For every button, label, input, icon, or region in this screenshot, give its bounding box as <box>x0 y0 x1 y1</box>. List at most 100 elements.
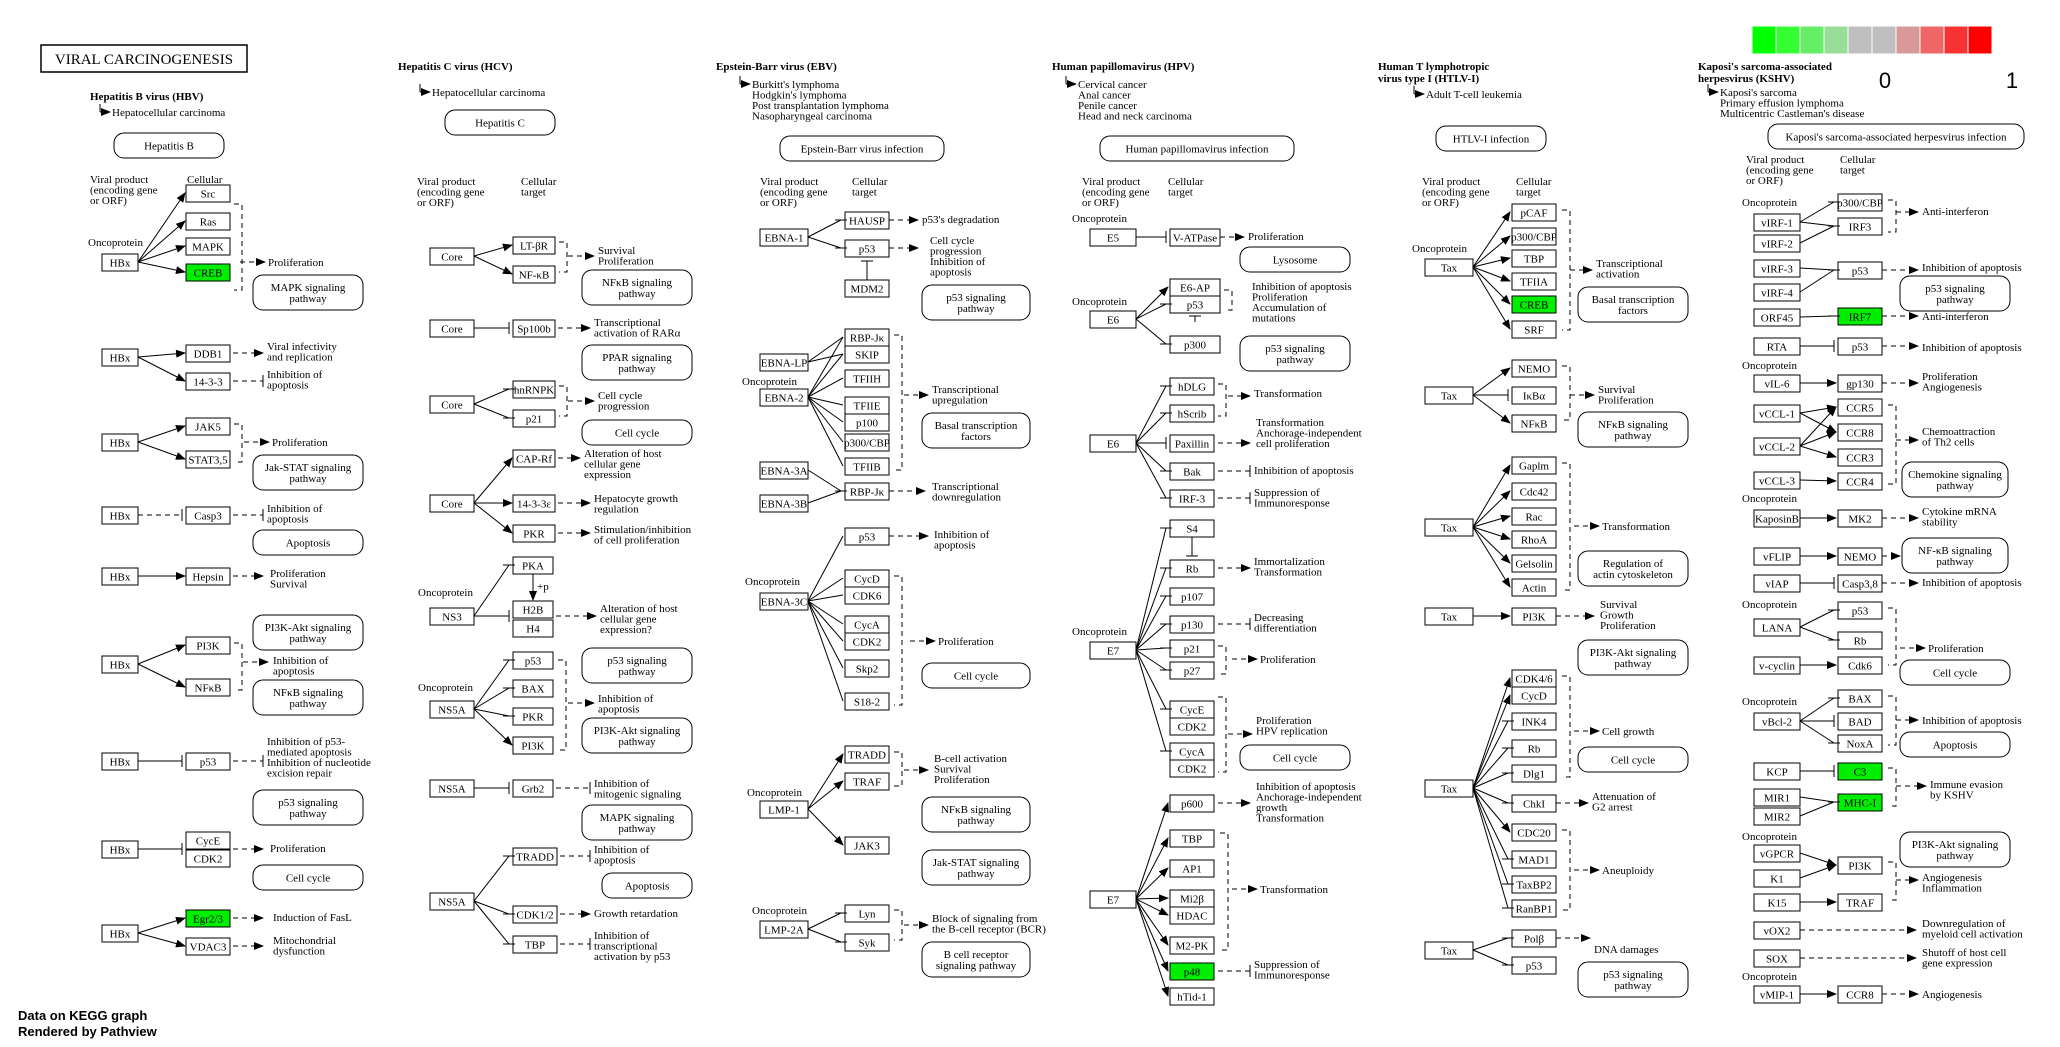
gene-c3[interactable]: C3 <box>1837 762 1883 781</box>
pathway-cell-cycle[interactable]: Cell cycle <box>921 662 1031 689</box>
viral-product-core[interactable]: Core <box>429 319 475 338</box>
viral-product-ebna-3a[interactable]: EBNA-3A <box>759 461 809 480</box>
gene-cyca[interactable]: CycA <box>844 615 890 634</box>
gene-p53[interactable]: p53 <box>1169 295 1221 314</box>
viral-product-ebna-lp[interactable]: EBNA-LP <box>759 353 809 372</box>
gene-p53[interactable]: p53 <box>844 239 890 258</box>
gene-hscrib[interactable]: hScrib <box>1169 404 1215 423</box>
viral-product-vox2[interactable]: vOX2 <box>1753 921 1801 940</box>
gene-e6-ap[interactable]: E6-AP <box>1169 278 1221 297</box>
viral-product-k1[interactable]: K1 <box>1753 869 1801 888</box>
gene-p21[interactable]: p21 <box>512 409 556 428</box>
gene-mdm2[interactable]: MDM2 <box>844 279 890 298</box>
viral-product-e5[interactable]: E5 <box>1089 228 1137 247</box>
pathway-apoptosis[interactable]: Apoptosis <box>601 872 693 899</box>
viral-product-vccl-1[interactable]: vCCL-1 <box>1753 404 1801 423</box>
gene-tbp[interactable]: TBP <box>1511 249 1557 268</box>
viral-product-tax[interactable]: Tax <box>1424 258 1474 277</box>
gene-bad[interactable]: BAD <box>1837 712 1883 731</box>
viral-product-sox[interactable]: SOX <box>1753 949 1801 968</box>
gene-gp130[interactable]: gp130 <box>1837 374 1883 393</box>
gene-pol[interactable]: Polβ <box>1511 929 1557 948</box>
gene-chki[interactable]: ChkI <box>1511 794 1557 813</box>
gene-bak[interactable]: Bak <box>1169 462 1215 481</box>
viral-product-ns5a[interactable]: NS5A <box>429 700 475 719</box>
gene-pi3k[interactable]: PI3K <box>1837 856 1883 875</box>
gene-ccr5[interactable]: CCR5 <box>1837 398 1883 417</box>
gene-grb2[interactable]: Grb2 <box>512 779 554 798</box>
viral-product-ns3[interactable]: NS3 <box>429 607 475 626</box>
pathway-lysosome[interactable]: Lysosome <box>1239 246 1351 273</box>
gene-hepsin[interactable]: Hepsin <box>185 567 231 586</box>
gene-nemo[interactable]: NEMO <box>1837 547 1883 566</box>
pathway-cell-cycle[interactable]: Cell cycle <box>1239 744 1351 771</box>
viral-product-hbx[interactable]: HBx <box>101 348 139 367</box>
viral-product-core[interactable]: Core <box>429 395 475 414</box>
gene-hdac[interactable]: HDAC <box>1169 906 1215 925</box>
gene-m2-pk[interactable]: M2-PK <box>1169 936 1215 955</box>
gene-gaplm[interactable]: Gaplm <box>1511 456 1557 475</box>
gene-actin[interactable]: Actin <box>1511 578 1557 597</box>
gene-tfiie[interactable]: TFIIE <box>844 396 890 415</box>
gene-s4[interactable]: S4 <box>1169 519 1215 538</box>
viral-product-ebna-3b[interactable]: EBNA-3B <box>759 494 809 513</box>
gene-hnrnpk[interactable]: hnRNPK <box>512 380 556 399</box>
viral-product-vmip-1[interactable]: vMIP-1 <box>1753 985 1801 1004</box>
gene-rb[interactable]: Rb <box>1837 631 1883 650</box>
gene-rac[interactable]: Rac <box>1511 507 1557 526</box>
gene-sp100b[interactable]: Sp100b <box>512 319 556 338</box>
gene-paxillin[interactable]: Paxillin <box>1169 434 1215 453</box>
viral-product-v-cyclin[interactable]: v-cyclin <box>1753 656 1801 675</box>
gene-mhc-i[interactable]: MHC-I <box>1837 793 1883 812</box>
gene-cdk4-6[interactable]: CDK4/6 <box>1511 669 1557 688</box>
gene-rb[interactable]: Rb <box>1511 739 1557 758</box>
gene-rbp-j[interactable]: RBP-Jκ <box>844 328 890 347</box>
gene-ink4[interactable]: INK4 <box>1511 712 1557 731</box>
gene-noxa[interactable]: NoxA <box>1837 734 1883 753</box>
gene-casp3[interactable]: Casp3 <box>185 506 231 525</box>
gene-cdk2[interactable]: CDK2 <box>1169 759 1215 778</box>
gene-cyce[interactable]: CycE <box>1169 700 1215 719</box>
gene-p53[interactable]: p53 <box>512 651 554 670</box>
gene-hausp[interactable]: HAUSP <box>844 211 890 230</box>
gene-nemo[interactable]: NEMO <box>1511 359 1557 378</box>
gene-p48[interactable]: p48 <box>1169 962 1215 981</box>
gene-p300-cbp[interactable]: p300/CBP <box>1511 227 1557 246</box>
gene-i-b[interactable]: IκBα <box>1511 386 1557 405</box>
viral-product-virf-2[interactable]: vIRF-2 <box>1753 234 1801 253</box>
gene-p300-cbp[interactable]: p300/CBP <box>1837 193 1883 212</box>
gene-ranbp1[interactable]: RanBP1 <box>1511 899 1557 918</box>
gene-mi2[interactable]: Mi2β <box>1169 889 1215 908</box>
gene-vdac3[interactable]: VDAC3 <box>185 937 231 956</box>
viral-product-vbcl-2[interactable]: vBcl-2 <box>1753 712 1801 731</box>
gene-cycd[interactable]: CycD <box>844 569 890 588</box>
gene-skp2[interactable]: Skp2 <box>844 659 890 678</box>
viral-product-virf-1[interactable]: vIRF-1 <box>1753 213 1801 232</box>
gene-irf3[interactable]: IRF3 <box>1837 217 1883 236</box>
viral-product-tax[interactable]: Tax <box>1424 607 1474 626</box>
gene-cdk2[interactable]: CDK2 <box>1169 717 1215 736</box>
gene-cycd[interactable]: CycD <box>1511 686 1557 705</box>
gene-p107[interactable]: p107 <box>1169 587 1215 606</box>
gene-tfiib[interactable]: TFIIB <box>844 457 890 476</box>
viral-product-vgpcr[interactable]: vGPCR <box>1753 844 1801 863</box>
gene-pi3k[interactable]: PI3K <box>185 636 231 655</box>
pathway-hepatitis-c[interactable]: Hepatitis C <box>444 109 556 136</box>
gene-pkr[interactable]: PKR <box>512 707 554 726</box>
gene-p600[interactable]: p600 <box>1169 794 1215 813</box>
gene-pi3k[interactable]: PI3K <box>1511 607 1557 626</box>
gene-nf-b[interactable]: NFκB <box>1511 414 1557 433</box>
gene-p53[interactable]: p53 <box>1837 601 1883 620</box>
viral-product-e7[interactable]: E7 <box>1089 890 1137 909</box>
gene-p130[interactable]: p130 <box>1169 615 1215 634</box>
gene-tradd[interactable]: TRADD <box>512 847 558 866</box>
gene-traf[interactable]: TRAF <box>1837 893 1883 912</box>
